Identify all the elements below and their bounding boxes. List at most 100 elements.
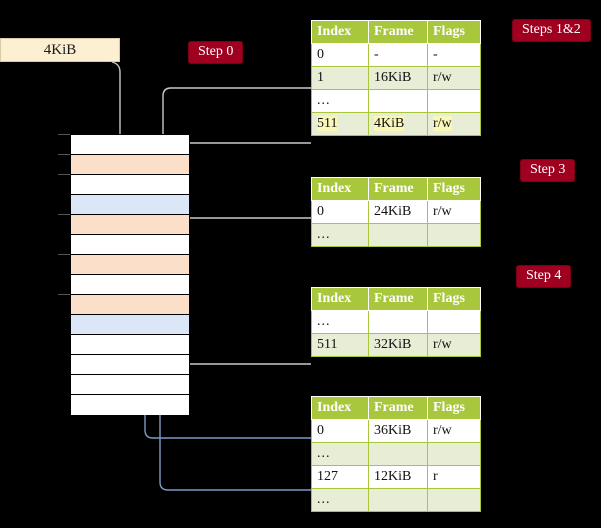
source-frame-box: 4KiB	[0, 38, 120, 62]
badge-step-3: Step 3	[520, 159, 576, 183]
memory-frame-row	[71, 195, 189, 215]
table-cell: ...	[311, 223, 369, 247]
table-cell	[427, 442, 481, 466]
table-cell	[368, 89, 428, 113]
column-header-index: Index	[311, 287, 369, 311]
table-cell	[368, 442, 428, 466]
table-row: ...	[311, 442, 481, 466]
table-cell: ...	[311, 89, 369, 113]
column-header-index: Index	[311, 177, 369, 201]
memory-frame-row	[71, 335, 189, 355]
memory-frame-row	[71, 135, 189, 155]
table-row: ...	[311, 89, 481, 113]
memory-frame-row	[71, 275, 189, 295]
column-header-index: Index	[311, 396, 369, 420]
table-cell: ...	[311, 488, 369, 512]
table-cell: 32KiB	[368, 333, 428, 357]
memory-tick	[58, 174, 70, 175]
highlighted-value: r/w	[433, 116, 452, 131]
column-header-flags: Flags	[427, 396, 481, 420]
table-cell: 511	[311, 112, 369, 136]
physical-memory-column	[70, 134, 190, 415]
memory-frame-row	[71, 395, 189, 415]
badge-step-4: Step 4	[516, 265, 572, 289]
wire-table2-to-grid	[179, 278, 311, 365]
memory-frame-row	[71, 175, 189, 195]
memory-frame-row	[71, 155, 189, 175]
memory-frame-row	[71, 215, 189, 235]
table-row: 511 4KiB r/w	[311, 112, 481, 136]
table-cell: r/w	[427, 333, 481, 357]
highlighted-value: 511	[317, 116, 338, 131]
table-cell: r/w	[427, 419, 481, 443]
table-cell: -	[368, 43, 428, 67]
table-cell: ...	[311, 442, 369, 466]
memory-frame-row	[71, 355, 189, 375]
table-cell: 1	[311, 66, 369, 90]
table-cell	[368, 488, 428, 512]
table-cell: 12KiB	[368, 465, 428, 489]
column-header-flags: Flags	[427, 177, 481, 201]
table-cell: -	[427, 43, 481, 67]
table-cell: r/w	[427, 200, 481, 224]
ellipsis: ...	[317, 446, 331, 461]
table-cell	[427, 223, 481, 247]
table-cell: 0	[311, 43, 369, 67]
ellipsis: ...	[317, 492, 331, 507]
memory-frame-row	[71, 255, 189, 275]
column-header-frame: Frame	[368, 396, 428, 420]
table-cell: 24KiB	[368, 200, 428, 224]
column-header-frame: Frame	[368, 20, 428, 44]
wire-grid-to-table1-row0	[144, 415, 311, 439]
column-header-frame: Frame	[368, 177, 428, 201]
table-cell: 16KiB	[368, 66, 428, 90]
memory-frame-row	[71, 315, 189, 335]
table-row: 0--	[311, 43, 481, 67]
source-frame-label: 4KiB	[43, 41, 77, 58]
badge-step-0: Step 0	[188, 41, 244, 65]
memory-tick	[58, 294, 70, 295]
memory-tick	[58, 254, 70, 255]
table-cell: r/w	[427, 112, 481, 136]
column-header-frame: Frame	[368, 287, 428, 311]
highlighted-value: 4KiB	[374, 116, 405, 131]
table-cell: r/w	[427, 66, 481, 90]
table-cell: r	[427, 465, 481, 489]
table-cell: 127	[311, 465, 369, 489]
table-cell	[427, 310, 481, 334]
badge-steps-1-2: Steps 1&2	[512, 19, 591, 43]
table-cell: 0	[311, 419, 369, 443]
table-cell: 511	[311, 333, 369, 357]
wire-src-to-grid	[111, 61, 121, 145]
wire-table3-to-grid	[179, 217, 311, 249]
table-cell	[427, 89, 481, 113]
table-cell: 36KiB	[368, 419, 428, 443]
wire-grid-to-table1-row127	[159, 415, 311, 491]
column-header-flags: Flags	[427, 287, 481, 311]
ellipsis: ...	[317, 93, 331, 108]
table-cell	[368, 223, 428, 247]
memory-frame-row	[71, 295, 189, 315]
table-row: ...	[311, 310, 481, 334]
column-header-flags: Flags	[427, 20, 481, 44]
table-cell: 4KiB	[368, 112, 428, 136]
table-cell	[427, 488, 481, 512]
table-row: ...	[311, 488, 481, 512]
table-cell	[368, 310, 428, 334]
memory-tick	[58, 154, 70, 155]
memory-tick	[58, 214, 70, 215]
memory-frame-row	[71, 235, 189, 255]
